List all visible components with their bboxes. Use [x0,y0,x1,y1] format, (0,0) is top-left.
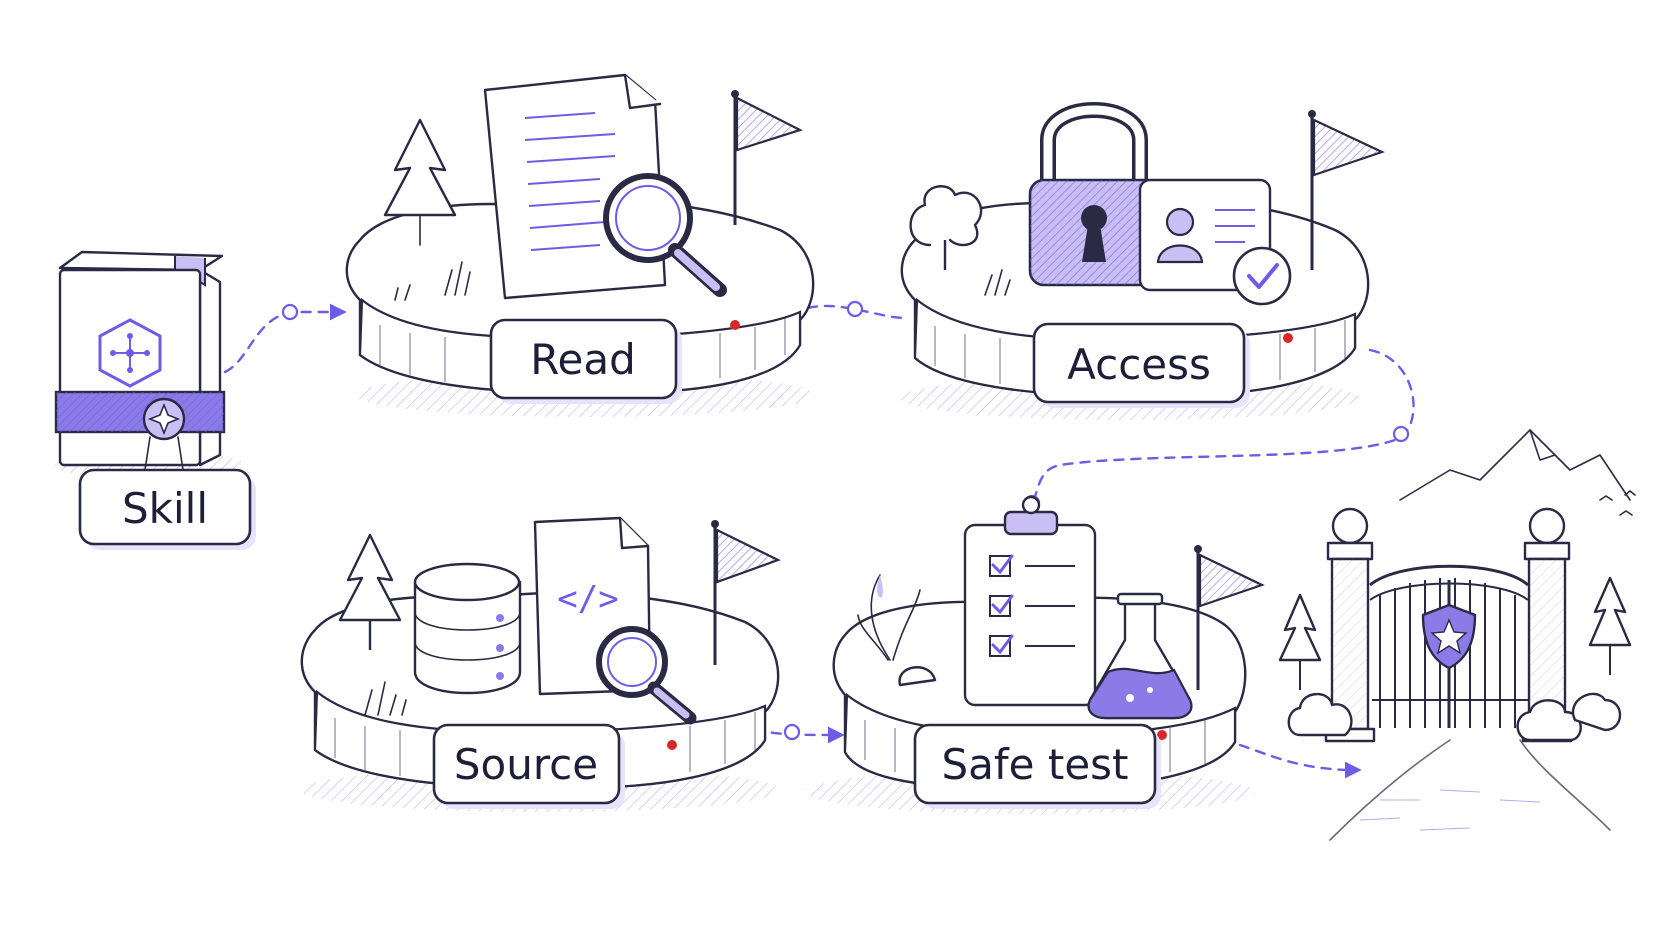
database-code-file-icon: </> [413,516,697,725]
connector-read-access [806,300,907,320]
checklist-flask-icon [963,495,1193,720]
padlock-id-card-icon [1028,102,1292,306]
skill-label: Skill [78,468,256,550]
safe-test-label-text: Safe test [941,740,1128,789]
gate-icon [1278,429,1636,841]
connector-source-safe-test [753,723,845,744]
access-label-text: Access [1067,340,1211,389]
document-magnifier-icon [483,73,727,300]
access-label: Access [1032,322,1250,408]
read-label-text: Read [530,335,636,384]
skill-package-box-icon [54,250,245,479]
skill-label-text: Skill [122,484,208,533]
svg-text:</>: </> [557,579,618,619]
connector-skill-read [223,303,347,374]
safe-test-label: Safe test [913,723,1161,809]
source-label: Source [432,723,625,809]
source-label-text: Source [454,740,598,789]
read-label: Read [489,318,682,404]
connector-safe-test-gate [1238,743,1362,779]
